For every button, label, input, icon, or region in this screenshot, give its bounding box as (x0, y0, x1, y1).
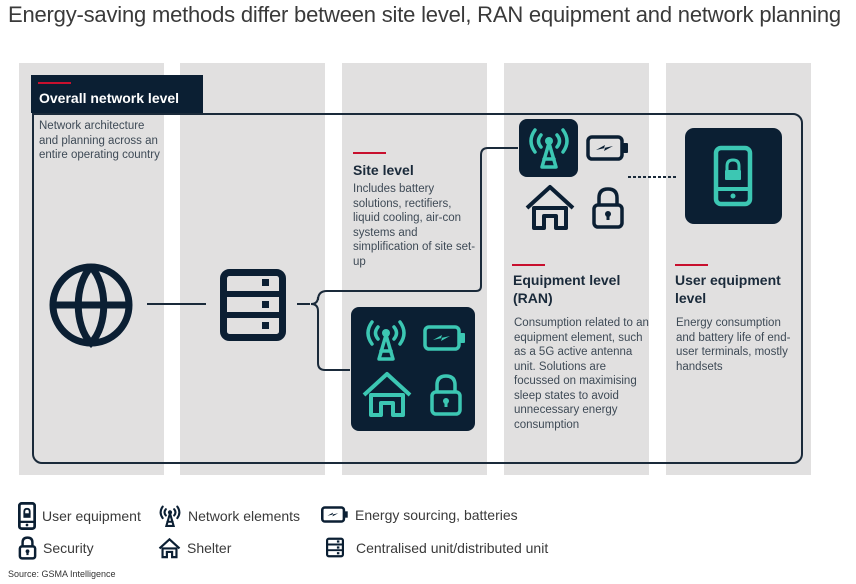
legend-item-security: Security (18, 536, 94, 560)
equipment-antenna-box (519, 119, 578, 177)
legend-item-shelter: Shelter (158, 537, 232, 559)
legend-item-user-equipment: User equipment (18, 502, 141, 530)
equipment-description: Consumption related to an equipment elem… (514, 317, 649, 431)
globe-icon (49, 263, 133, 348)
antenna-icon (366, 320, 406, 361)
equipment-accent-line (512, 264, 545, 266)
overall-heading: Overall network level (39, 90, 180, 106)
antenna-icon (159, 505, 181, 527)
house-icon (525, 185, 575, 230)
lock-icon (592, 187, 624, 229)
battery-icon (586, 135, 628, 161)
legend-item-energy-sourcing: Energy sourcing, batteries (321, 506, 518, 523)
server-icon (326, 537, 344, 558)
battery-icon (423, 325, 465, 351)
phone-icon (18, 502, 36, 530)
user-description: Energy consumption and battery life of e… (676, 317, 791, 373)
lock-icon (18, 536, 37, 560)
diagram-title: Energy-saving methods differ between sit… (8, 2, 841, 27)
legend-label: Network elements (188, 508, 301, 524)
network-frame (32, 113, 803, 464)
legend-label: Security (43, 540, 94, 556)
server-icon (220, 269, 286, 341)
antenna-icon (529, 128, 569, 169)
accent-line (38, 82, 71, 84)
house-icon (362, 372, 412, 417)
site-heading: Site level (353, 162, 414, 178)
overall-network-banner: Overall network level (31, 75, 203, 113)
site-icon-panel (351, 307, 475, 431)
legend-label: Shelter (187, 540, 232, 556)
site-accent-line (353, 152, 386, 154)
legend-label: Energy sourcing, batteries (355, 506, 518, 523)
lock-icon (430, 374, 462, 416)
source-note: Source: GSMA Intelligence (8, 569, 116, 579)
site-description: Includes battery solutions, rectifiers, … (353, 183, 476, 268)
legend-label: User equipment (42, 508, 141, 524)
battery-icon (321, 506, 348, 523)
user-heading: User equipment level (675, 272, 781, 306)
house-icon (158, 537, 181, 559)
overall-description: Network architecture and planning across… (39, 120, 160, 161)
user-phone-box (685, 128, 782, 224)
phone-icon (713, 145, 753, 207)
user-accent-line (675, 264, 708, 266)
legend-label: Centralised unit/distributed unit (356, 539, 549, 556)
legend-item-network-elements: Network elements (158, 505, 300, 527)
legend-item-cu-du: Centralised unit/distributed unit (326, 537, 548, 558)
equipment-heading: Equipment level (RAN) (513, 272, 621, 306)
